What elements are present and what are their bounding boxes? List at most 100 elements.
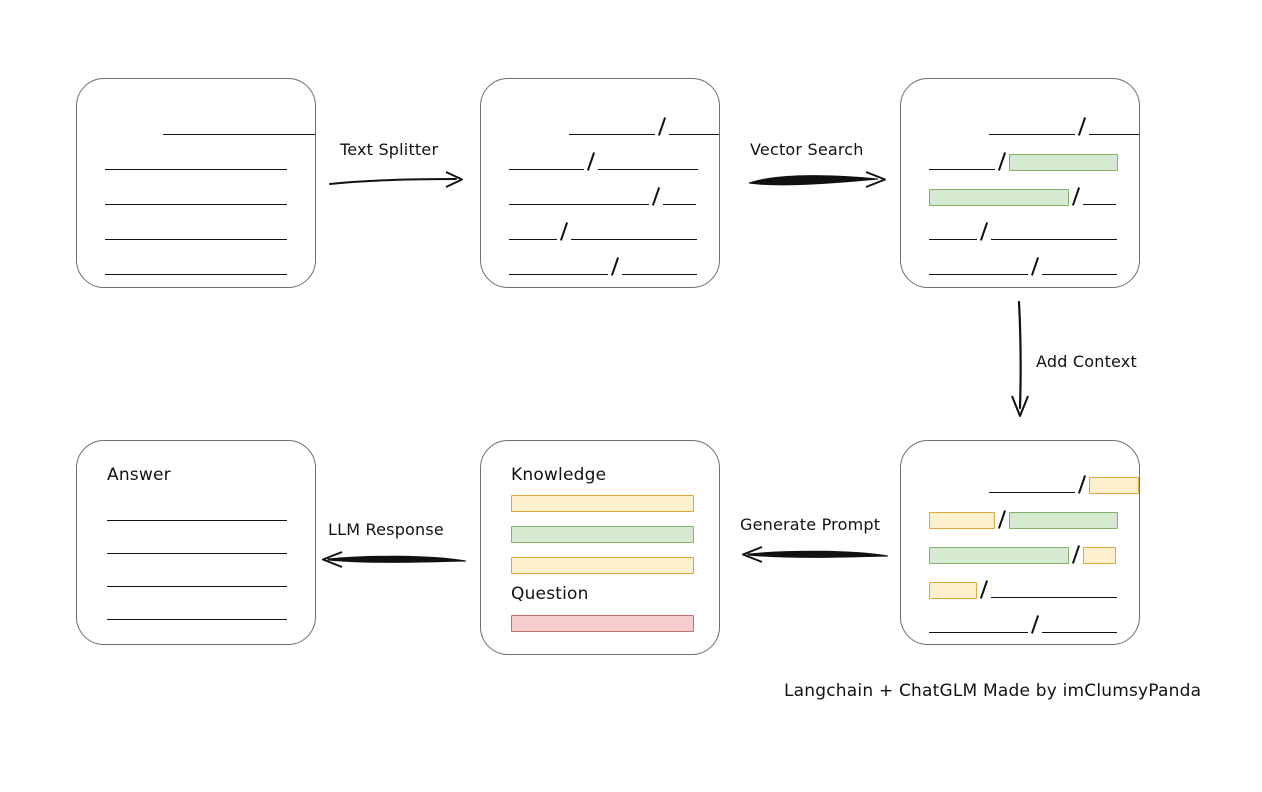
question-bars	[481, 441, 719, 654]
knowledge-bar	[481, 524, 719, 544]
arrow-text-splitter-glyph	[329, 171, 463, 188]
line-indent	[509, 127, 569, 128]
arrow-generate-prompt-glyph	[742, 546, 889, 563]
highlight-green-segment	[511, 525, 694, 543]
answer-lines	[77, 441, 315, 644]
split-document-box	[480, 78, 720, 288]
text-line-segment	[107, 571, 287, 587]
arrow-generate-prompt-label: Generate Prompt	[740, 515, 881, 534]
document-line	[481, 222, 719, 242]
document-line	[901, 222, 1139, 242]
text-line-segment	[929, 154, 995, 170]
arrow-vector-search-label: Vector Search	[750, 140, 864, 159]
text-line-segment	[989, 477, 1076, 493]
document-line	[901, 545, 1139, 565]
text-line-segment	[509, 154, 584, 170]
document-line	[77, 602, 315, 622]
highlight-yellow-segment	[929, 581, 977, 599]
answer-box: Answer	[76, 440, 316, 645]
document-line	[901, 580, 1139, 600]
split-document-lines	[481, 79, 719, 287]
slash-separator	[557, 223, 571, 241]
slash-separator	[608, 258, 622, 276]
context-added-document-box	[900, 440, 1140, 645]
highlight-yellow-segment	[511, 494, 694, 512]
highlight-green-segment	[1009, 153, 1118, 171]
text-line-segment	[105, 189, 287, 205]
document-line	[77, 152, 315, 172]
context-added-document-lines	[901, 441, 1139, 644]
slash-separator	[1069, 188, 1083, 206]
line-indent	[929, 485, 989, 486]
text-line-segment	[509, 224, 557, 240]
knowledge-bars	[481, 441, 719, 654]
arrow-add-context-label: Add Context	[1036, 352, 1137, 371]
slash-separator	[1075, 476, 1089, 494]
text-line-segment	[929, 617, 1028, 633]
arrow-text-splitter-label: Text Splitter	[340, 140, 439, 159]
text-line-segment	[929, 259, 1028, 275]
arrow-llm-response: LLM Response	[320, 520, 470, 570]
document-line	[77, 187, 315, 207]
slash-separator	[649, 188, 663, 206]
highlight-yellow-segment	[1089, 476, 1139, 494]
text-line-segment	[1089, 119, 1139, 135]
text-line-segment	[1083, 189, 1116, 205]
source-document-lines	[77, 79, 315, 287]
text-line-segment	[991, 224, 1117, 240]
slash-separator	[1069, 546, 1083, 564]
text-line-segment	[598, 154, 698, 170]
document-line	[77, 536, 315, 556]
slash-separator	[1028, 616, 1042, 634]
text-line-segment	[105, 154, 287, 170]
slash-separator	[1028, 258, 1042, 276]
text-line-segment	[991, 582, 1117, 598]
document-line	[77, 503, 315, 523]
slash-separator	[995, 511, 1009, 529]
slash-separator	[977, 223, 991, 241]
document-line	[77, 257, 315, 277]
document-line	[481, 187, 719, 207]
arrow-add-context-glyph	[1011, 300, 1029, 417]
text-line-segment	[163, 119, 315, 135]
text-line-segment	[107, 538, 287, 554]
highlight-yellow-segment	[929, 511, 995, 529]
document-line	[481, 257, 719, 277]
text-line-segment	[1042, 259, 1117, 275]
highlight-yellow-segment	[1083, 546, 1116, 564]
vector-matched-document-box	[900, 78, 1140, 288]
document-line	[901, 257, 1139, 277]
arrow-llm-response-label: LLM Response	[328, 520, 444, 539]
slash-separator	[995, 153, 1009, 171]
question-bar	[481, 613, 719, 633]
arrow-vector-search: Vector Search	[746, 140, 891, 190]
document-line	[77, 222, 315, 242]
arrow-generate-prompt: Generate Prompt	[740, 515, 892, 565]
highlight-yellow-segment	[511, 556, 694, 574]
slash-separator	[1075, 118, 1089, 136]
line-indent	[105, 127, 163, 128]
answer-caption: Answer	[107, 465, 171, 485]
document-line	[901, 510, 1139, 530]
question-caption: Question	[511, 584, 589, 604]
knowledge-caption: Knowledge	[511, 465, 607, 485]
text-line-segment	[509, 189, 649, 205]
arrow-add-context: Add Context	[1008, 300, 1168, 420]
document-line	[901, 187, 1139, 207]
highlight-green-segment	[1009, 511, 1118, 529]
text-line-segment	[105, 224, 287, 240]
text-line-segment	[107, 604, 287, 620]
highlight-red-segment	[511, 614, 694, 632]
document-line	[481, 117, 719, 137]
text-line-segment	[1042, 617, 1117, 633]
text-line-segment	[622, 259, 697, 275]
text-line-segment	[569, 119, 656, 135]
text-line-segment	[989, 119, 1076, 135]
text-line-segment	[105, 259, 287, 275]
knowledge-bar	[481, 493, 719, 513]
text-line-segment	[509, 259, 608, 275]
text-line-segment	[929, 224, 977, 240]
document-line	[901, 475, 1139, 495]
text-line-segment	[107, 505, 287, 521]
slash-separator	[655, 118, 669, 136]
